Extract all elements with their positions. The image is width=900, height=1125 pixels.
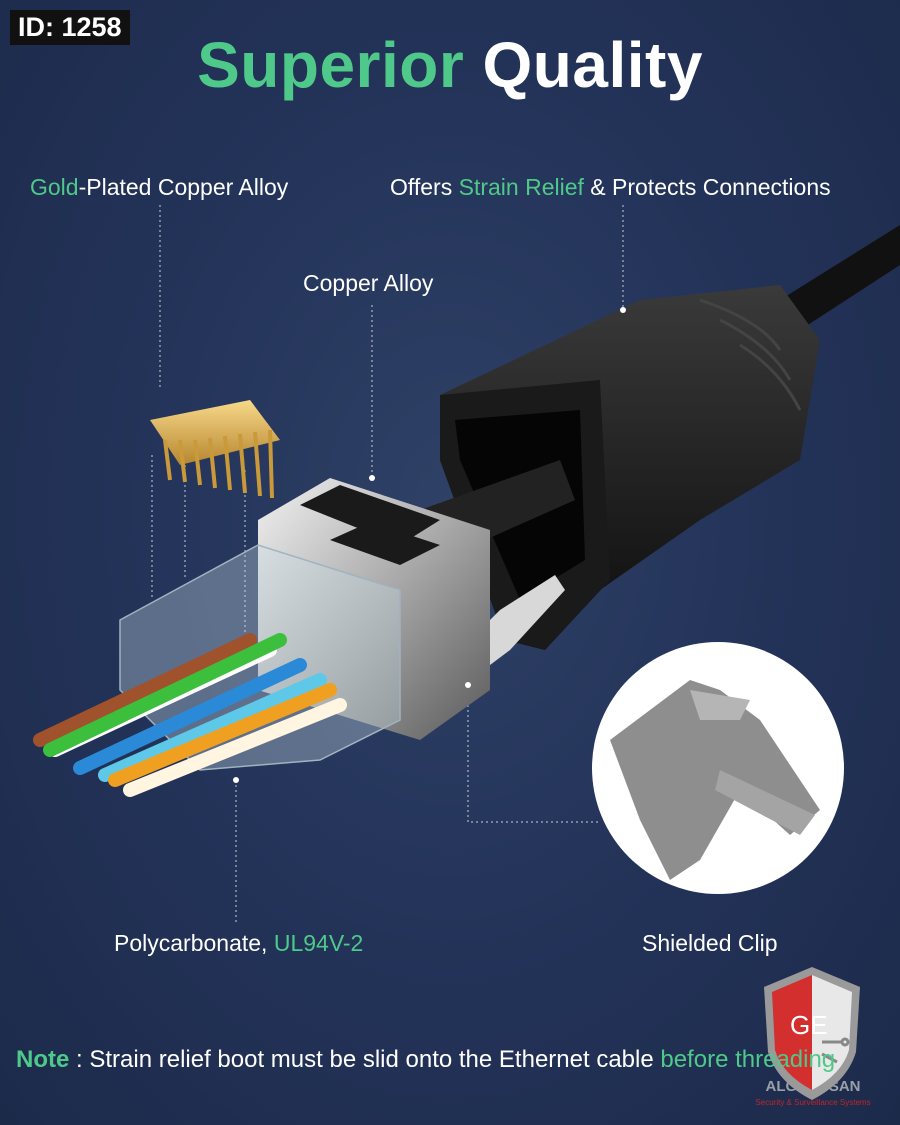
- title-highlight: Superior: [197, 29, 465, 101]
- cable: [780, 225, 900, 330]
- note-highlight: before threading: [660, 1046, 836, 1073]
- shielded-clip-inset: [592, 642, 844, 894]
- callout-copper-alloy: Copper Alloy: [303, 270, 434, 296]
- gold-contacts: [150, 400, 280, 499]
- note-text: Strain relief boot must be slid onto the…: [89, 1046, 661, 1073]
- logo-initials: GE: [790, 1010, 828, 1040]
- callout-strain-relief: Offers Strain Relief & Protects Connecti…: [390, 174, 831, 201]
- callout-gold-plated: Gold-Plated Copper Alloy: [30, 174, 288, 201]
- page-title: Superior Quality: [0, 28, 900, 102]
- wires: [33, 633, 347, 797]
- title-rest: Quality: [482, 29, 703, 101]
- note: Note : Strain relief boot must be slid o…: [16, 1046, 835, 1074]
- callout-text: & Protects Connections: [583, 174, 831, 200]
- logo-tagline: Security & Surveillance Systems: [755, 1098, 871, 1107]
- note-separator: :: [69, 1046, 90, 1073]
- callout-highlight: Strain Relief: [458, 174, 584, 200]
- note-label: Note: [16, 1046, 70, 1073]
- callout-text: -Plated Copper Alloy: [78, 174, 289, 200]
- callout-highlight: Gold: [30, 174, 79, 200]
- callout-text: Polycarbonate,: [114, 930, 274, 956]
- callout-polycarbonate: Polycarbonate, UL94V-2: [114, 930, 363, 957]
- callout-highlight: UL94V-2: [273, 930, 364, 956]
- callout-text: Offers: [390, 174, 459, 200]
- id-badge: ID: 1258: [10, 10, 130, 45]
- callout-shielded-clip: Shielded Clip: [642, 930, 778, 956]
- shield-logo-icon: GE: [764, 967, 860, 1100]
